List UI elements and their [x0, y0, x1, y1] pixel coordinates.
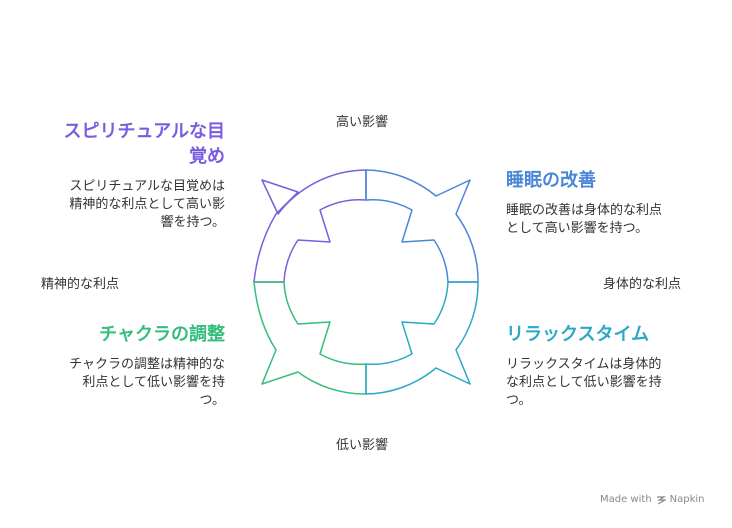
quadrant-top-left: スピリチュアルな目 覚め スピリチュアルな目覚めは 精神的な利点として高い影 響…	[25, 119, 225, 232]
footer-text: Made with	[600, 494, 652, 505]
quadrant-bottom-left-description: チャクラの調整は精神的な 利点として低い影響を持 つ。	[69, 357, 225, 408]
axis-label-right: 身体的な利点	[603, 277, 682, 292]
quadrant-top-right: 睡眠の改善 睡眠の改善は身体的な利点 として高い影響を持つ。	[506, 168, 706, 238]
quadrant-bottom-right-description: リラックスタイムは身体的 な利点として低い影響を持 つ。	[506, 357, 662, 408]
segment-bottom-right	[365, 281, 479, 395]
quadrant-bottom-left: チャクラの調整 チャクラの調整は精神的な 利点として低い影響を持 つ。	[25, 322, 225, 410]
quadrant-top-left-title: スピリチュアルな目 覚め	[63, 121, 225, 167]
segment-bottom-left	[253, 281, 367, 395]
quadrant-bottom-left-title: チャクラの調整	[99, 324, 225, 345]
segment-top-left	[253, 169, 367, 283]
napkin-logo-icon	[656, 495, 666, 505]
quadrant-bottom-right-title: リラックスタイム	[506, 324, 650, 345]
footer-brand: Napkin	[669, 494, 705, 505]
segment-top-right	[365, 169, 479, 283]
quadrant-top-right-description: 睡眠の改善は身体的な利点 として高い影響を持つ。	[506, 203, 663, 236]
quadrant-top-right-title: 睡眠の改善	[506, 170, 596, 191]
quadrant-bottom-right: リラックスタイム リラックスタイムは身体的 な利点として低い影響を持 つ。	[506, 322, 706, 410]
axis-label-top: 高い影響	[336, 115, 389, 130]
quadrant-top-left-description: スピリチュアルな目覚めは 精神的な利点として高い影 響を持つ。	[69, 179, 225, 230]
axis-label-left: 精神的な利点	[41, 277, 120, 292]
napkin-watermark: Made with Napkin	[600, 494, 705, 505]
axis-label-bottom: 低い影響	[336, 438, 389, 453]
